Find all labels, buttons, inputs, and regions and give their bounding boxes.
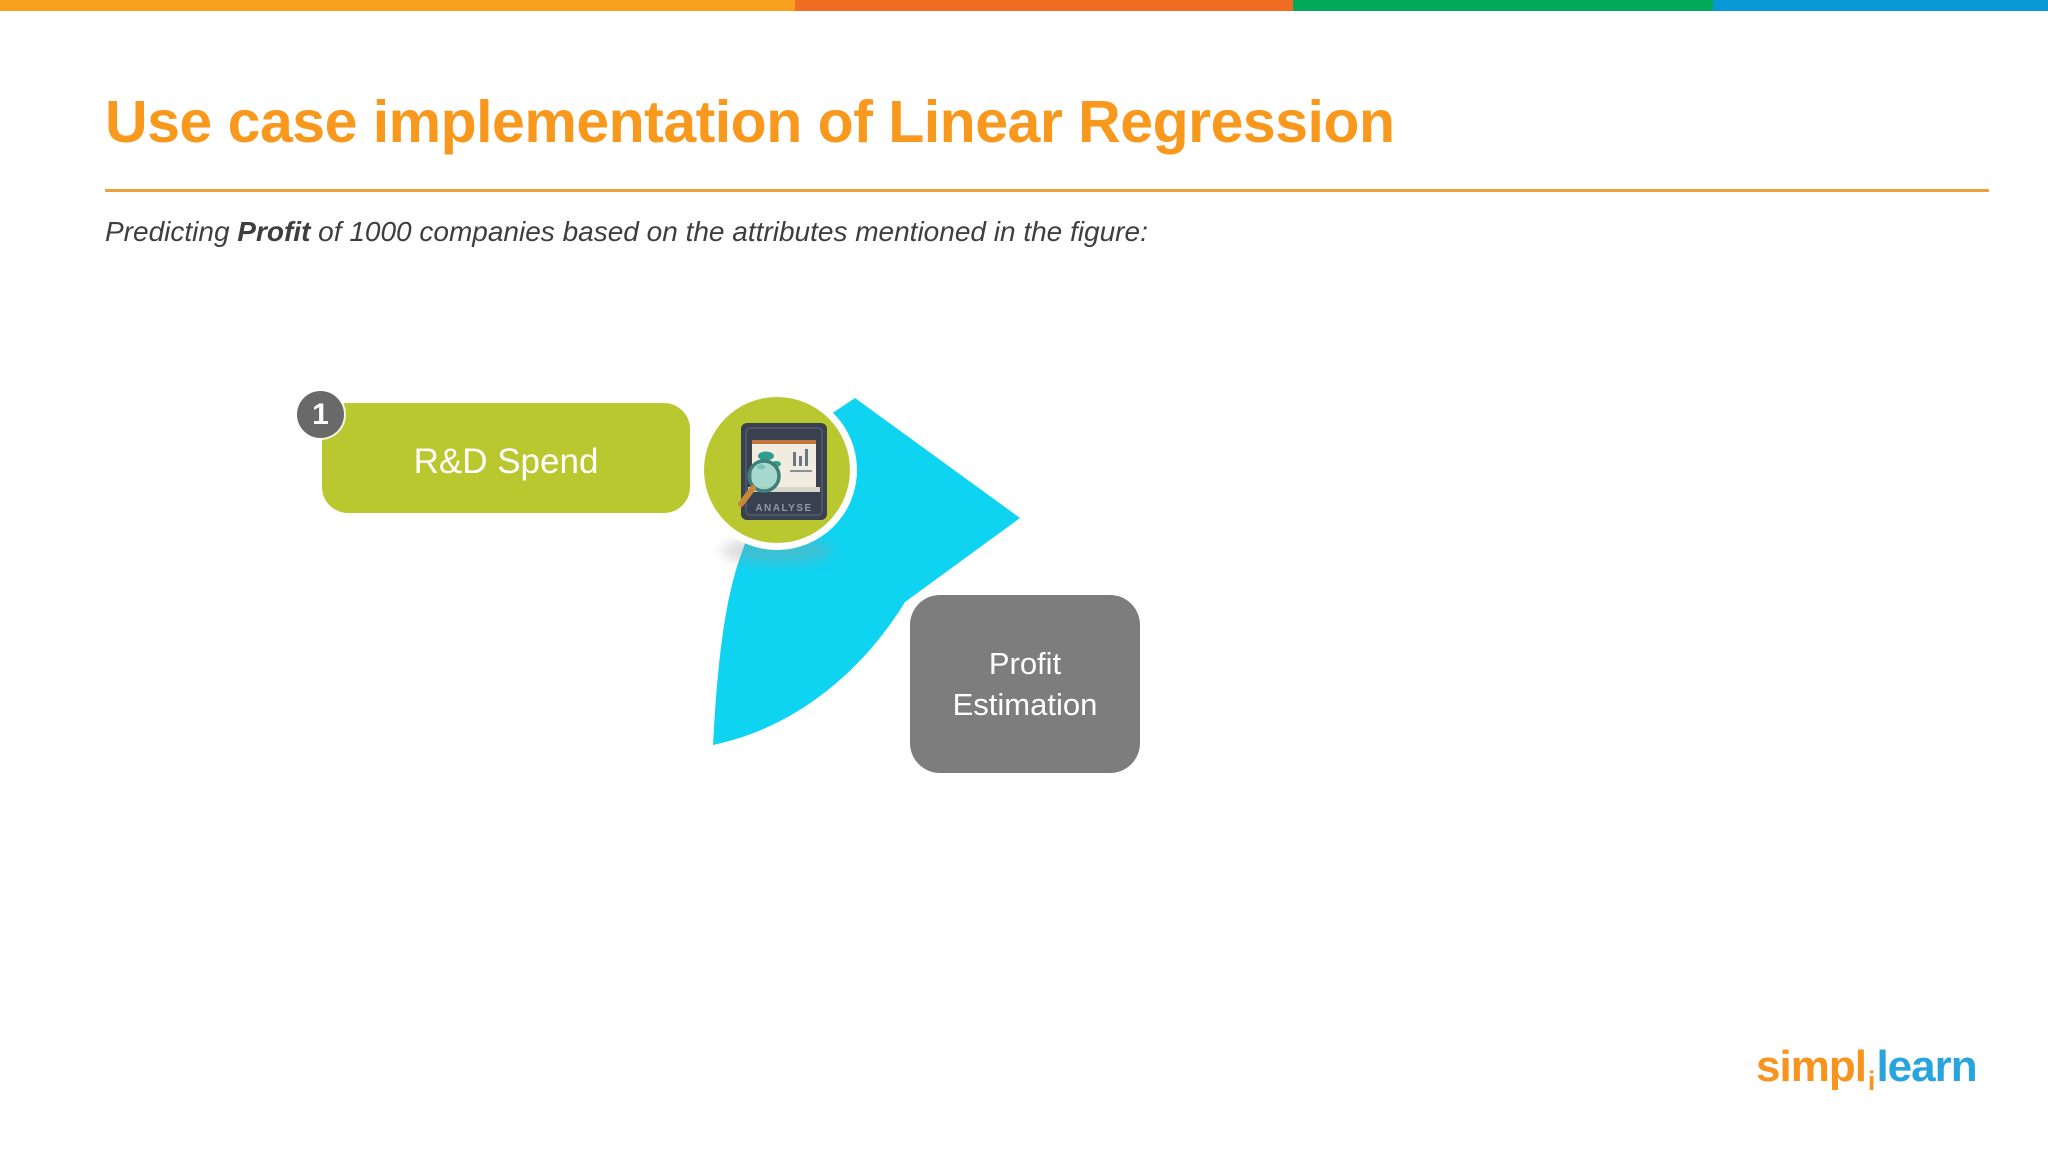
profit-estimation-box: Profit Estimation xyxy=(910,595,1140,773)
title-divider xyxy=(105,189,1989,192)
icon-caption: ANALYSE xyxy=(755,503,812,514)
subtitle-prefix: Predicting xyxy=(105,216,238,247)
subtitle-suffix: of 1000 companies based on the attribute… xyxy=(310,216,1148,247)
icon-disc xyxy=(704,397,850,543)
rd-spend-label: R&D Spend xyxy=(413,442,599,481)
top-color-bar xyxy=(0,0,2048,11)
simplilearn-logo: simplilearn xyxy=(1756,1042,1978,1096)
logo-text-learn: learn xyxy=(1876,1042,1977,1091)
profit-estimation-label-line1: Profit xyxy=(988,646,1062,681)
top-bar-segment-amber xyxy=(0,0,795,11)
icon-ring xyxy=(697,390,857,550)
top-bar-segment-green xyxy=(1293,0,1713,11)
step-badge: 1 xyxy=(297,391,344,438)
magnifier-icon xyxy=(747,459,781,493)
subtitle-bold-word: Profit xyxy=(237,216,311,247)
icon-shadow xyxy=(721,538,833,564)
logo-lowered-i: i xyxy=(1867,1066,1875,1096)
logo-text-simpl: simpl xyxy=(1756,1042,1867,1091)
analysis-monitor-icon: ANALYSE xyxy=(738,423,827,520)
page-title: Use case implementation of Linear Regres… xyxy=(105,89,1395,155)
top-bar-segment-orange xyxy=(795,0,1293,11)
rd-spend-box: R&D Spend xyxy=(322,403,690,513)
subtitle: Predicting Profit of 1000 companies base… xyxy=(105,212,1148,252)
profit-estimation-label-line2: Estimation xyxy=(952,687,1098,722)
top-bar-segment-blue xyxy=(1713,0,2048,11)
